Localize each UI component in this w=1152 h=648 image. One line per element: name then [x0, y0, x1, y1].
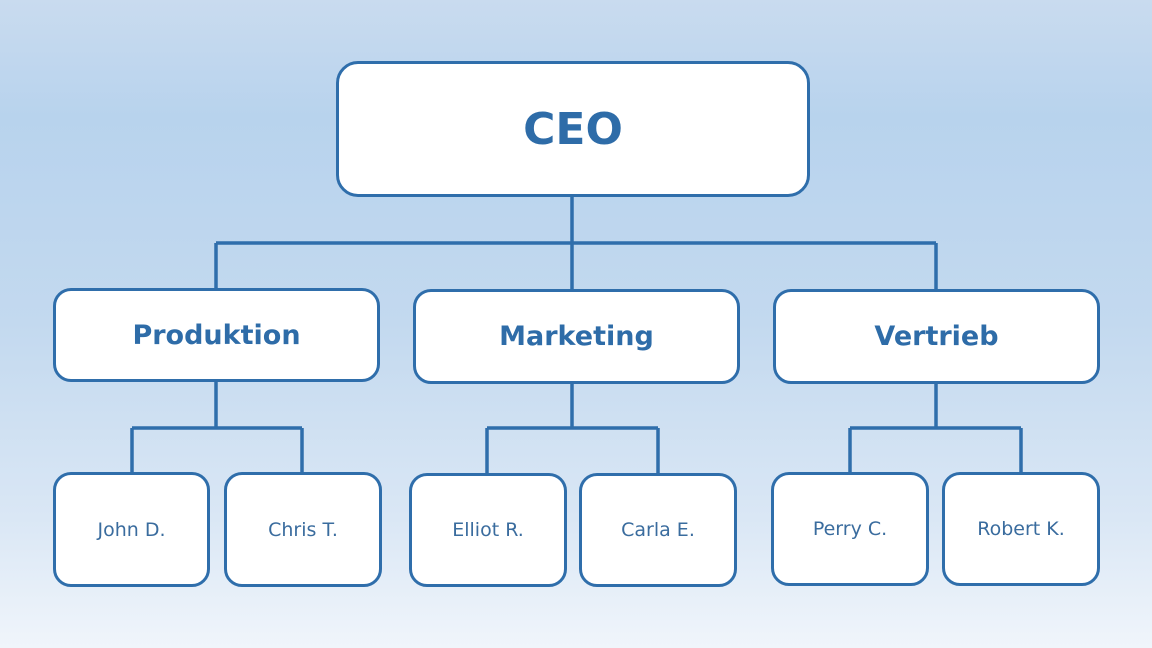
node-member: Perry C. [771, 472, 929, 586]
node-member: Carla E. [579, 473, 737, 587]
node-member: John D. [53, 472, 210, 587]
node-produktion: Produktion [53, 288, 380, 382]
node-vertrieb: Vertrieb [773, 289, 1100, 384]
connector-produktion [130, 381, 304, 472]
node-member: Elliot R. [409, 473, 567, 587]
node-marketing: Marketing [413, 289, 740, 384]
node-member: Chris T. [224, 472, 382, 587]
node-member: Robert K. [942, 472, 1100, 586]
connector-ceo [214, 196, 938, 289]
connector-marketing [485, 383, 660, 473]
connector-vertrieb [848, 383, 1023, 472]
node-ceo: CEO [336, 61, 810, 197]
